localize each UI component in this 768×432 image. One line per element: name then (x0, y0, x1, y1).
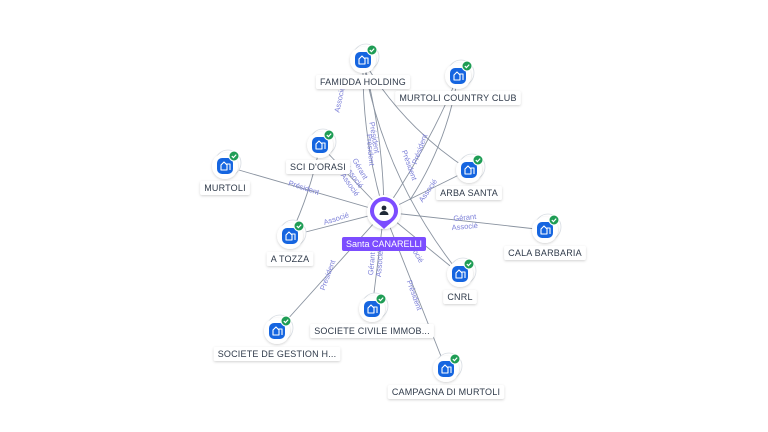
building-icon (367, 304, 378, 314)
check-mark (466, 262, 472, 267)
building-icon (453, 71, 464, 81)
company-label-bg (395, 91, 521, 105)
company-node-campagna[interactable]: CAMPAGNA DI MURTOLI (387, 352, 505, 399)
company-badge (269, 323, 285, 339)
building-icon (358, 55, 369, 65)
company-node-societe-civile[interactable]: SOCIETE CIVILE IMMOB... (310, 292, 434, 338)
company-badge (452, 266, 468, 282)
check-icon (449, 353, 461, 365)
edge-arc-1 (409, 75, 459, 201)
company-label-bg (387, 385, 505, 399)
company-badge (312, 137, 328, 153)
check-icon (366, 44, 378, 56)
company-node-murtoli[interactable]: MURTOLI (200, 149, 250, 195)
check-mark (452, 357, 458, 362)
company-badge (438, 361, 454, 377)
check-icon (280, 315, 292, 327)
building-icon (315, 140, 326, 150)
building-icon (441, 364, 452, 374)
company-label: A TOZZA (271, 254, 310, 264)
check-icon (228, 150, 240, 162)
check-mark (283, 319, 289, 324)
edge-murtoli (224, 165, 385, 213)
company-label-bg (266, 252, 314, 266)
edge-label: Gérant (453, 212, 478, 223)
company-label: FAMIDDA HOLDING (320, 77, 406, 87)
company-node-societe-gestion[interactable]: SOCIETE DE GESTION H... (213, 314, 341, 361)
edge-campagna (383, 211, 447, 370)
company-label-bg (213, 347, 341, 361)
company-label: SOCIETE DE GESTION H... (218, 349, 337, 359)
company-badge (282, 228, 298, 244)
check-icon (472, 154, 484, 166)
company-node-famidda[interactable]: FAMIDDA HOLDING (315, 43, 411, 89)
company-node-sci-orasi[interactable]: SCI D'ORASI (286, 128, 350, 174)
edge-label: Associé (417, 177, 439, 204)
company-badge (355, 52, 371, 68)
company-label-bg (504, 246, 586, 260)
edge-label: Président (365, 134, 377, 167)
check-mark (231, 154, 237, 159)
company-label-bg (286, 160, 350, 174)
edge-label: Président (318, 258, 338, 292)
nodes-layer: FAMIDDA HOLDING MURTOLI COUNTRY CLUB SCI D… (200, 43, 586, 399)
company-node-a-tozza[interactable]: A TOZZA (266, 219, 314, 266)
company-label: SOCIETE CIVILE IMMOB... (314, 326, 430, 336)
building-icon (464, 165, 475, 175)
company-label-bg (443, 290, 477, 304)
center-node[interactable]: Santa CANARELLI (341, 195, 427, 251)
edge-arc-2 (362, 59, 461, 275)
company-label: ARBA SANTA (440, 188, 498, 198)
edge-label: Associé (332, 86, 346, 114)
company-label-bg (310, 324, 434, 338)
check-icon (375, 293, 387, 305)
company-label: CAMPAGNA DI MURTOLI (392, 387, 500, 397)
check-mark (475, 158, 481, 163)
building-icon (285, 231, 296, 241)
person-icon (381, 205, 387, 211)
edge-label: Président (287, 178, 321, 197)
company-node-murtoli-cc[interactable]: MURTOLI COUNTRY CLUB (395, 59, 521, 105)
company-label-bg (200, 181, 250, 195)
check-mark (326, 133, 332, 138)
check-mark (464, 64, 470, 69)
edge-cala-barbaria (383, 211, 546, 231)
edge-label: Président (405, 279, 425, 313)
company-node-arba-santa[interactable]: ARBA SANTA (436, 153, 502, 200)
company-badge (450, 68, 466, 84)
building-icon (540, 225, 551, 235)
edge-label: Associé (451, 221, 478, 232)
check-mark (369, 48, 375, 53)
company-label: CALA BARBARIA (508, 248, 582, 258)
company-label: MURTOLI COUNTRY CLUB (399, 93, 516, 103)
company-badge (461, 162, 477, 178)
check-icon (323, 129, 335, 141)
check-icon (461, 60, 473, 72)
center-name: Santa CANARELLI (346, 239, 422, 249)
check-icon (463, 258, 475, 270)
check-icon (548, 214, 560, 226)
check-mark (296, 224, 302, 229)
company-label: MURTOLI (204, 183, 246, 193)
company-label-bg (315, 75, 411, 89)
center-label-bg (341, 237, 427, 251)
check-icon (293, 220, 305, 232)
building-icon (272, 326, 283, 336)
edge-label: Associé (374, 250, 385, 277)
company-badge (537, 222, 553, 238)
company-label: SCI D'ORASI (290, 162, 346, 172)
building-icon (220, 161, 231, 171)
check-mark (378, 297, 384, 302)
building-icon (455, 269, 466, 279)
check-mark (551, 218, 557, 223)
person-icon-body (379, 211, 389, 215)
company-label-bg (436, 186, 502, 200)
company-label: CNRL (447, 292, 472, 302)
edge-label: Gérant (366, 251, 377, 276)
company-badge (364, 301, 380, 317)
company-badge (217, 158, 233, 174)
company-node-cala-barbaria[interactable]: CALA BARBARIA (504, 213, 586, 260)
company-node-cnrl[interactable]: CNRL (443, 257, 477, 304)
